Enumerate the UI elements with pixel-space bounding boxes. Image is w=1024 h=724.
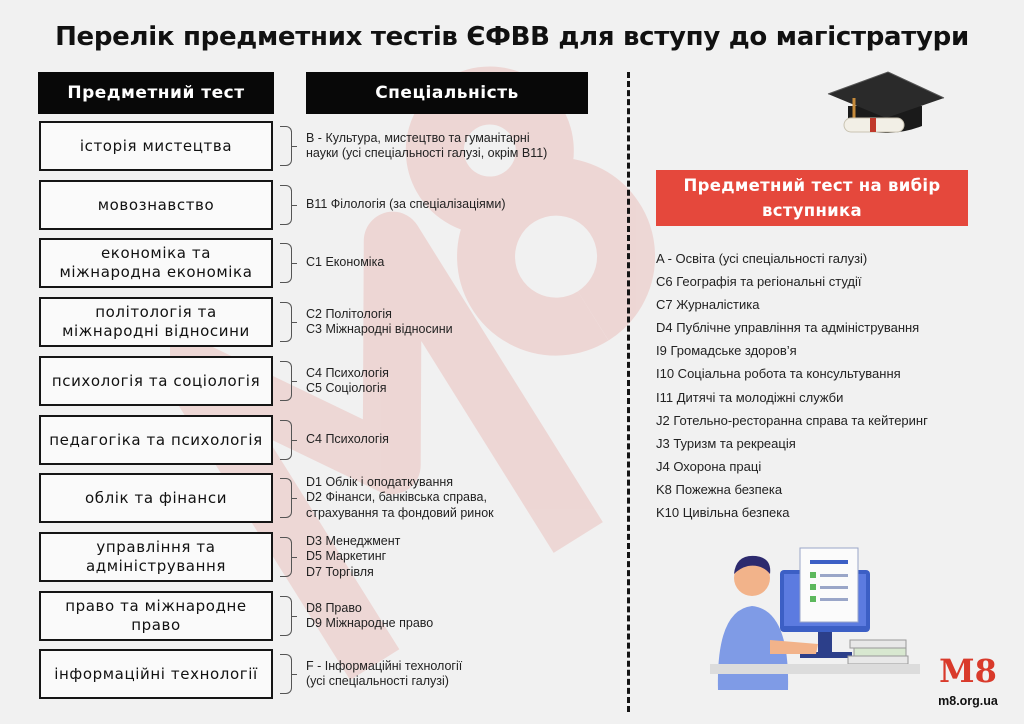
specialty-item: C4 Психологія: [306, 432, 389, 447]
subject-test-box: історія мистецтва: [39, 121, 273, 171]
specialty-list: B11 Філологія (за спеціалізаціями): [306, 180, 606, 230]
specialty-list: C1 Економіка: [306, 238, 606, 288]
specialty-item: C4 Психологія: [306, 365, 389, 380]
dashed-divider: [627, 72, 630, 712]
choice-specialty-item: C6 Географія та регіональні студії: [656, 274, 862, 290]
specialty-item: F - Інформаційні технології: [306, 658, 463, 673]
specialty-item: C2 Політологія: [306, 306, 392, 321]
student-at-computer-illustration: [710, 547, 920, 690]
subject-test-box: інформаційні технології: [39, 649, 273, 699]
bracket-connector: [280, 302, 297, 342]
choice-specialty-item: J3 Туризм та рекреація: [656, 435, 796, 451]
specialty-item: B11 Філологія (за спеціалізаціями): [306, 197, 506, 212]
choice-specialty-item: J2 Готельно-ресторанна справа та кейтери…: [656, 412, 928, 428]
specialty-item: D8 Право: [306, 600, 362, 615]
specialty-item: C5 Соціологія: [306, 381, 387, 395]
page-title: Перелік предметних тестів ЄФВВ для вступ…: [55, 22, 969, 52]
choice-specialty-list: A - Освіта (усі спеціальності галузі) C6 …: [656, 250, 996, 527]
subject-test-box: економіка та міжнародна економіка: [39, 238, 273, 288]
choice-test-title: Предметний тест на вибір вступника: [656, 170, 968, 226]
bracket-connector: [280, 361, 297, 401]
specialty-item: B - Культура, мистецтво та гуманітарні: [306, 130, 530, 145]
specialty-list: C4 Психологія: [306, 415, 606, 465]
site-url: m8.org.ua: [938, 694, 998, 708]
bracket-connector: [280, 185, 297, 225]
subject-test-box: мовознавство: [39, 180, 273, 230]
graduation-cap-icon: [827, 71, 945, 133]
specialty-item: D1 Облік і оподаткування: [306, 474, 454, 489]
m8-logo-icon: M8: [939, 652, 997, 690]
bracket-connector: [280, 126, 297, 166]
choice-specialty-item: K10 Цивільна безпека: [656, 505, 790, 521]
specialty-item: страхування та фондовий ринок: [306, 505, 494, 520]
specialty-list: F - Інформаційні технології(усі спеціаль…: [306, 649, 606, 699]
specialty-item: D5 Маркетинг: [306, 549, 387, 564]
specialty-item: C1 Економіка: [306, 255, 385, 270]
choice-specialty-item: D4 Публічне управління та адмініструванн…: [656, 320, 920, 336]
subject-test-box: право та міжнародне право: [39, 591, 273, 641]
bracket-connector: [280, 478, 297, 518]
specialty-item: науки (усі спеціальності галузі, окрім B…: [306, 146, 548, 160]
choice-specialty-item: J4 Охорона праці: [656, 458, 762, 474]
specialty-item: C3 Міжнародні відносини: [306, 322, 453, 336]
bracket-connector: [280, 654, 297, 694]
specialty-item: D3 Менеджмент: [306, 533, 401, 548]
bracket-connector: [280, 596, 297, 636]
choice-specialty-item: I9 Громадське здоров’я: [656, 343, 797, 359]
choice-specialty-item: A - Освіта (усі спеціальності галузі): [656, 251, 868, 266]
specialty-item: D7 Торгівля: [306, 564, 374, 579]
bracket-connector: [280, 537, 297, 577]
specialty-item: D9 Міжнародне право: [306, 616, 434, 630]
choice-specialty-item: I10 Соціальна робота та консультування: [656, 366, 901, 382]
choice-specialty-item: K8 Пожежна безпека: [656, 481, 783, 497]
specialty-item: D2 Фінанси, банківська справа,: [306, 490, 487, 505]
choice-specialty-item: I11 Дитячі та молодіжні служби: [656, 389, 844, 405]
header-subject-test: Предметний тест: [38, 72, 274, 114]
svg-text:M8: M8: [939, 652, 997, 690]
subject-test-box: управління та адміністрування: [39, 532, 273, 582]
bracket-connector: [280, 420, 297, 460]
subject-test-box: облік та фінанси: [39, 473, 273, 523]
header-specialty: Спеціальність: [306, 72, 588, 114]
subject-test-box: політологія та міжнародні відносини: [39, 297, 273, 347]
subject-test-box: психологія та соціологія: [39, 356, 273, 406]
bracket-connector: [280, 243, 297, 283]
subject-test-box: педагогіка та психологія: [39, 415, 273, 465]
specialty-item: (усі спеціальності галузі): [306, 674, 449, 688]
choice-specialty-item: C7 Журналістика: [656, 297, 760, 313]
